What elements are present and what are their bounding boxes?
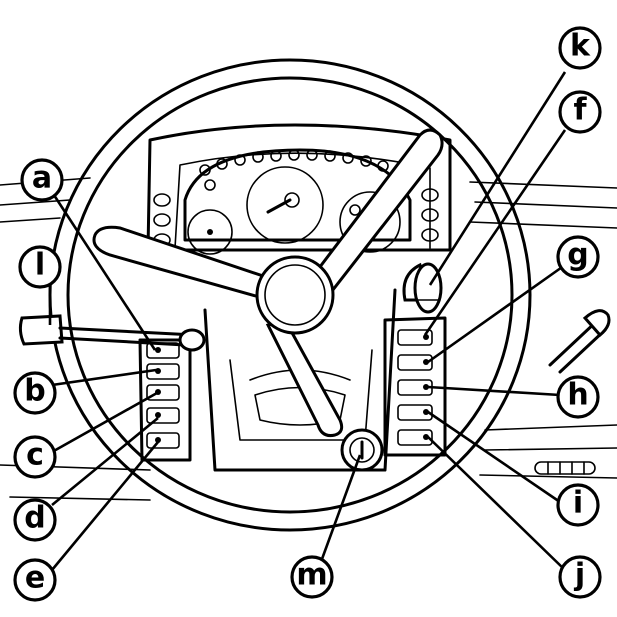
gauge-center (246, 166, 324, 244)
callout-m-label: m (296, 558, 327, 593)
callout-c-label: c (26, 438, 44, 473)
callout-a: a (20, 158, 64, 202)
gauge-left (187, 209, 233, 255)
callout-k: k (558, 26, 602, 70)
throttle-lever (18, 314, 206, 352)
callout-b-label: b (24, 374, 45, 409)
steering-spokes (92, 128, 444, 437)
callout-c: c (13, 435, 57, 479)
callout-h-label: h (567, 378, 588, 413)
callout-a-label: a (32, 161, 52, 196)
callout-e-label: e (25, 561, 45, 596)
left-switch-panel (138, 338, 192, 462)
callout-l-label: l (35, 248, 45, 283)
steering-hub (255, 255, 335, 335)
callout-h: h (556, 375, 600, 419)
callout-l: l (18, 245, 62, 289)
combination-lever (402, 262, 443, 314)
callout-m: m (290, 555, 334, 599)
callout-f-label: f (573, 93, 587, 128)
callout-d: d (13, 498, 57, 542)
leader-lines (48, 71, 567, 571)
callout-g-label: g (567, 238, 588, 273)
dash-vent (534, 461, 596, 475)
key-switch (340, 428, 384, 472)
gauge-right (339, 191, 401, 253)
right-lever (548, 309, 611, 374)
callout-g: g (556, 235, 600, 279)
callout-f: f (558, 90, 602, 134)
callout-i-label: i (573, 486, 583, 521)
callout-d-label: d (24, 501, 45, 536)
indicator-lights (199, 149, 404, 194)
callout-e: e (13, 558, 57, 602)
callout-b: b (13, 371, 57, 415)
callout-j-label: j (574, 558, 585, 593)
callout-i: i (556, 483, 600, 527)
callout-k-label: k (570, 29, 591, 64)
callout-j: j (558, 555, 602, 599)
